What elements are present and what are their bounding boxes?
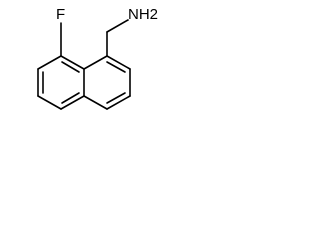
bond-ch2-n bbox=[106, 19, 129, 33]
double-bond-inner bbox=[61, 61, 80, 73]
amine-group-label: NH2 bbox=[128, 6, 158, 23]
bond bbox=[60, 95, 85, 110]
naphthalene-skeleton: F NH2 bbox=[37, 6, 158, 110]
double-bond-inner bbox=[61, 92, 80, 104]
bond bbox=[83, 55, 108, 70]
bond bbox=[106, 55, 131, 70]
bond bbox=[106, 95, 131, 110]
structure-diagram: F NH2 bbox=[0, 0, 166, 154]
double-bond-inner bbox=[106, 61, 126, 73]
double-bond-inner bbox=[106, 92, 126, 104]
bond bbox=[83, 95, 108, 110]
bond bbox=[37, 55, 62, 70]
bond bbox=[60, 55, 85, 70]
fluorine-atom-label: F bbox=[56, 6, 65, 23]
bond bbox=[37, 95, 62, 110]
